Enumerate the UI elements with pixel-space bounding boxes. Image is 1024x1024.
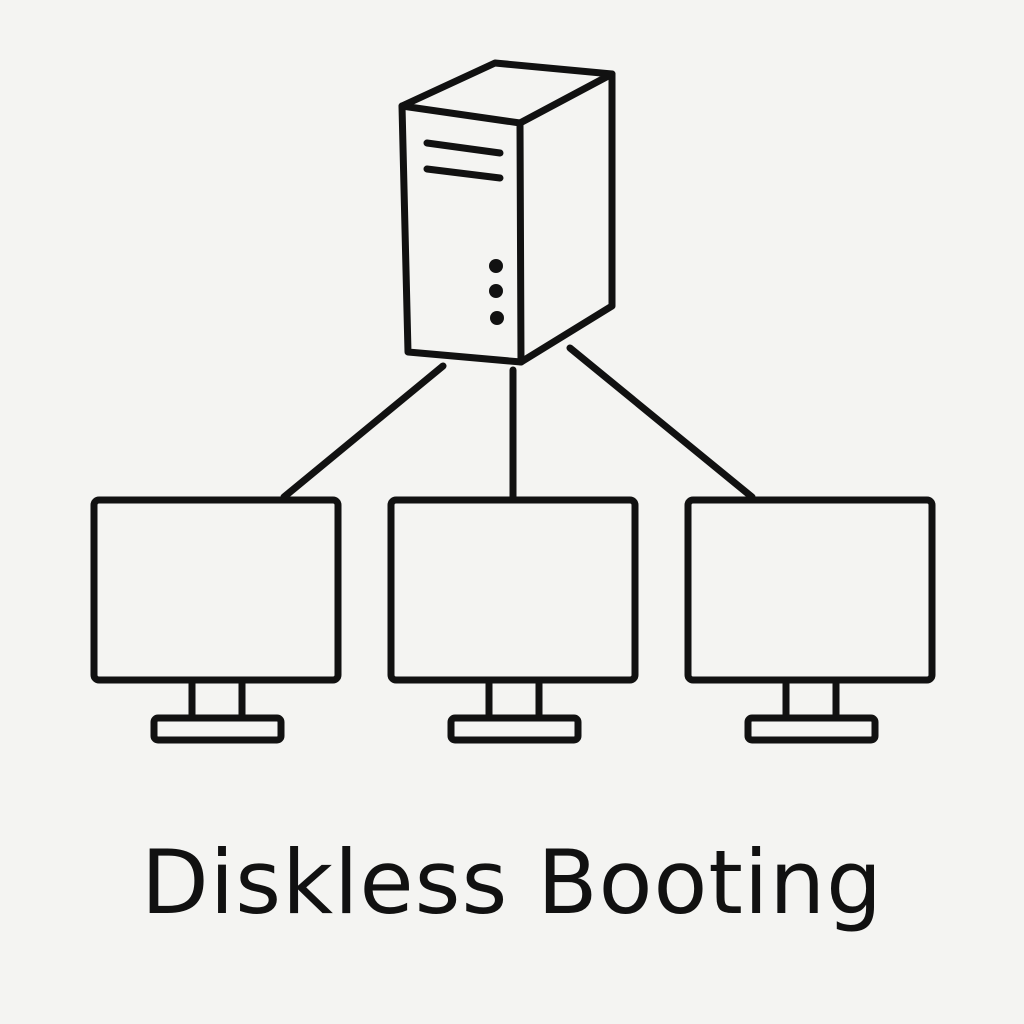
server-tower-icon	[398, 59, 616, 366]
client-monitor-3	[684, 496, 936, 744]
server-drive-slot-2	[423, 165, 504, 182]
monitor-base	[744, 714, 879, 744]
server-led-1	[489, 259, 503, 273]
diagram-title: Diskless Booting	[141, 831, 883, 934]
server-top-face	[398, 59, 616, 127]
monitor-base	[150, 714, 285, 744]
connection-line-right	[566, 344, 756, 501]
connections	[280, 344, 756, 501]
monitor-base	[447, 714, 582, 744]
server-led-2	[489, 284, 503, 298]
server-side-face	[517, 70, 616, 366]
client-monitor-2	[387, 496, 639, 744]
server-led-3	[490, 311, 504, 325]
client-monitor-1	[90, 496, 342, 744]
connection-line-left	[280, 362, 447, 501]
server-drive-slot-1	[423, 139, 504, 157]
